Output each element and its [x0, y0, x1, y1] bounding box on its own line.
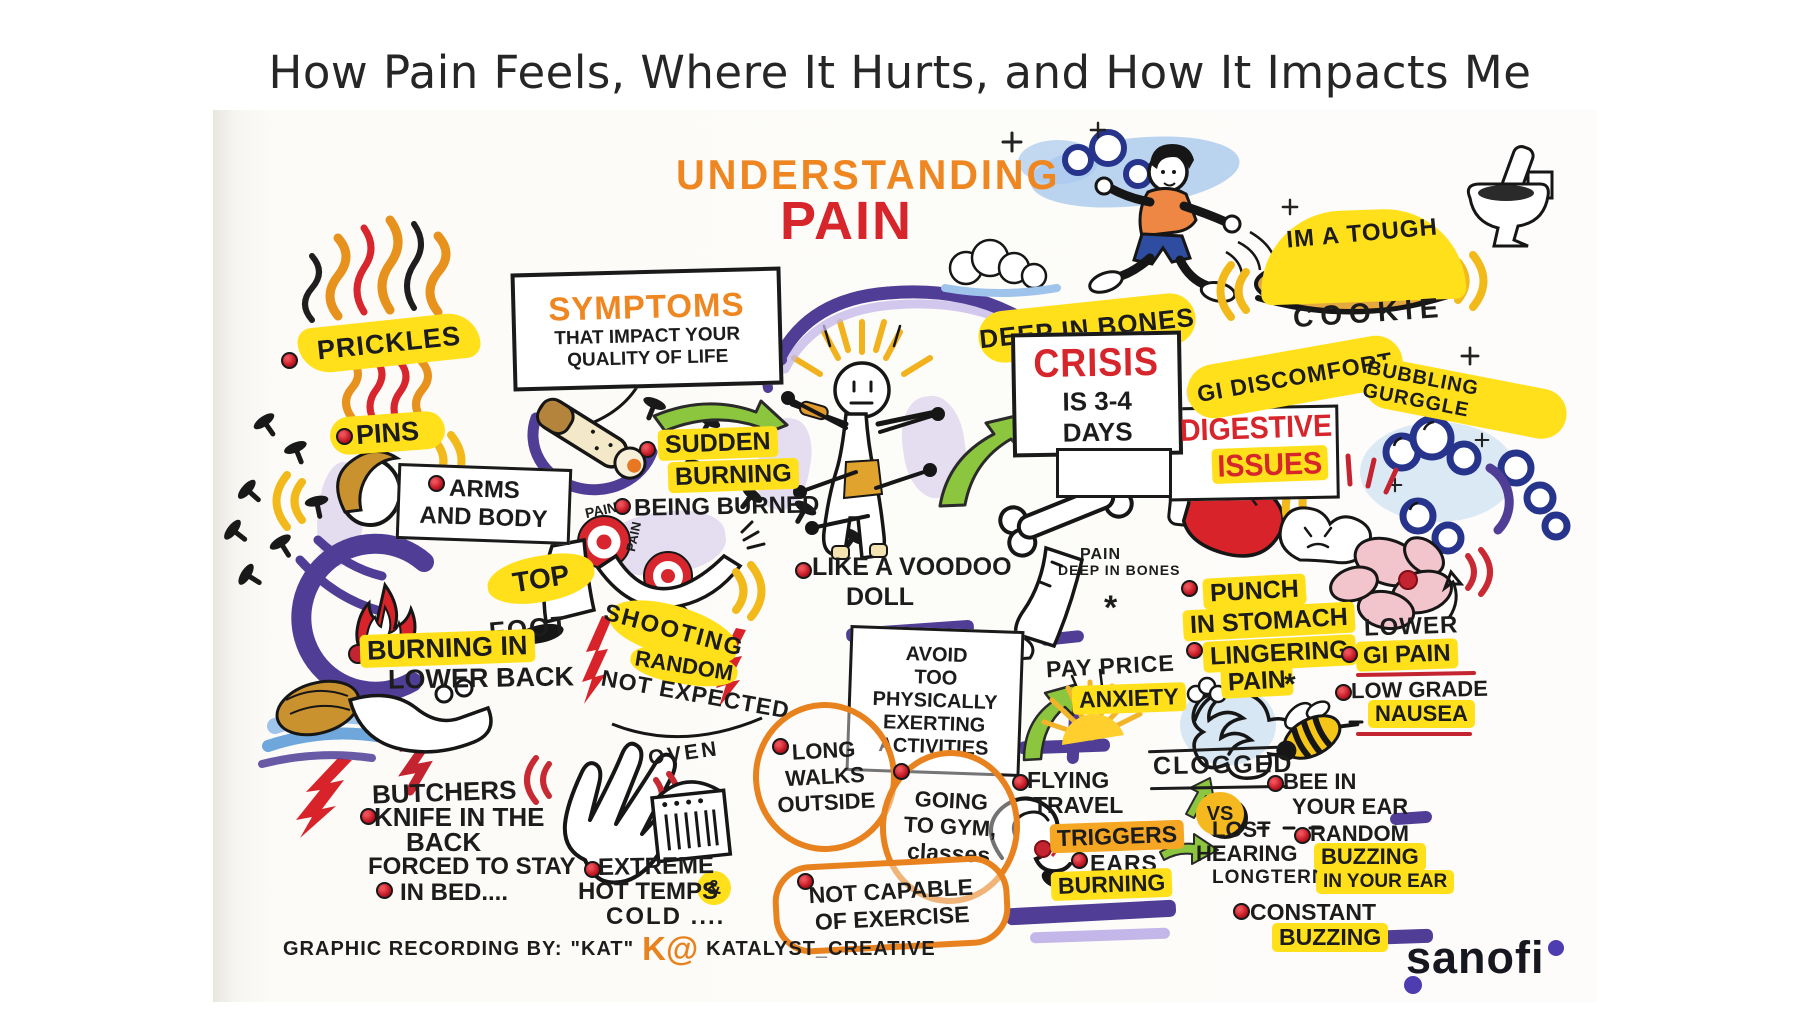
crisis-word: CRISIS [1033, 339, 1160, 386]
constant-buzzing-label: CONSTANT [1250, 899, 1377, 925]
avoid-line1: AVOID [905, 642, 968, 667]
bullet-dot [614, 498, 631, 515]
bullet-dot [376, 882, 393, 899]
bullet-dot [584, 861, 601, 878]
arms-body-box: ARMS AND BODY [395, 462, 573, 546]
burning-ears-label: BURNING [1050, 867, 1173, 902]
bee-in-ear-label2: YOUR EAR [1292, 794, 1409, 819]
lower-back-label: LOWER BACK [387, 661, 575, 695]
asterisk-mark2: * [1284, 668, 1296, 701]
cold-label: COLD .... [606, 903, 726, 930]
digestive-issues-heading: DIGESTIVE [1179, 407, 1333, 448]
crisis-sub2: DAYS [1062, 415, 1133, 448]
crisis-box-panel [1056, 448, 1172, 498]
bullet-dot [1181, 580, 1198, 597]
bullet-dot [281, 352, 298, 369]
bullet-dot [893, 763, 910, 780]
symptoms-heading: SYMPTOMS [547, 285, 745, 328]
flying-travel-label: FLYING [1027, 767, 1110, 793]
avoid-line2: TOO PHYSICALLY [872, 665, 998, 714]
voodoo-doll-label2: DOLL [846, 583, 915, 611]
arms-body-line1: ARMS [448, 474, 521, 505]
extreme-temps-label2: HOT TEMPS [578, 878, 719, 905]
sudden-burning-label2: BURNING [667, 457, 800, 494]
bullet-dot [1233, 903, 1250, 920]
credit-kat: "KAT" [570, 937, 635, 960]
burning-lower-back-label: BURNING IN [359, 628, 536, 669]
lower-gi-label: LOWER [1363, 611, 1459, 642]
lost-hearing-label3: LONGTERM [1212, 867, 1329, 888]
symptoms-box: SYMPTOMS THAT IMPACT YOUR QUALITY OF LIF… [510, 266, 784, 392]
bullet-dot [1071, 852, 1088, 869]
bullet-dot [772, 738, 789, 755]
punch-stomach-label: PUNCH [1202, 573, 1307, 610]
red-underline [1356, 732, 1472, 736]
random-buzzing-label3: IN YOUR EAR [1316, 870, 1455, 894]
katalyst-logo: K@ [642, 930, 699, 967]
credit-handle: KATALYST_CREATIVE [706, 937, 936, 960]
arms-body-line2: AND BODY [419, 501, 548, 534]
crisis-box: CRISIS IS 3-4 DAYS [1010, 330, 1184, 458]
bullet-dot [795, 562, 812, 579]
random-buzzing-label: RANDOM [1310, 821, 1409, 846]
digestive-issues-heading2: ISSUES [1211, 444, 1329, 484]
anxiety-label: ANXIETY [1071, 682, 1187, 715]
page-title: How Pain Feels, Where It Hurts, and How … [268, 46, 1532, 99]
bullet-dot [336, 428, 353, 445]
symptoms-sub2: QUALITY OF LIFE [566, 345, 729, 372]
forced-bed-label2: IN BED.... [400, 879, 509, 906]
being-burned-label: BEING BURNED [633, 491, 820, 522]
lost-hearing-label: LOST [1212, 817, 1271, 842]
bullet-dot [639, 441, 656, 458]
triggers-label: TRIGGERS [1049, 819, 1185, 854]
bullet-dot [1186, 642, 1203, 659]
bee-in-ear-label: BEE IN [1283, 769, 1357, 794]
butchers-knife-label3: BACK [406, 827, 482, 857]
bullet-dot [1294, 827, 1311, 844]
crisis-sub1: IS 3-4 [1062, 384, 1133, 417]
walks-line3: OUTSIDE [776, 787, 876, 818]
gym-line1: GOING [914, 785, 989, 815]
sanofi-logo: sanofi [1406, 932, 1545, 983]
lost-hearing-label2: HEARING [1196, 841, 1298, 866]
forced-bed-label: FORCED TO STAY [368, 853, 576, 880]
pain-heading: PAIN [780, 191, 914, 251]
butchers-knife-label2: KNIFE IN THE [374, 802, 545, 832]
random-buzzing-label2: BUZZING [1314, 843, 1426, 871]
bullet-dot [1267, 775, 1284, 792]
bullet-dot [797, 873, 814, 890]
bullet-dot [1335, 684, 1352, 701]
bullet-dot [1341, 646, 1358, 663]
understanding-heading: UNDERSTANDING [676, 151, 1061, 198]
sudden-burning-label: SUDDEN [657, 425, 779, 462]
bullet-dot [1012, 774, 1029, 791]
credit-text: GRAPHIC RECORDING BY: [283, 937, 563, 960]
nausea-label: NAUSEA [1368, 700, 1475, 728]
ampersand-badge: & [697, 871, 731, 905]
gi-pain-label: GI PAIN [1355, 638, 1459, 672]
pain-deep-label: PAIN [1080, 546, 1122, 563]
constant-buzzing-label2: BUZZING [1272, 923, 1389, 952]
asterisk-mark: * [1104, 589, 1118, 627]
bullet-dot [428, 475, 445, 492]
lingering-pain-label2: PAIN [1220, 664, 1294, 699]
voodoo-doll-label: LIKE A VOODOO [812, 553, 1012, 581]
credit-line: GRAPHIC RECORDING BY: "KAT" K@ KATALYST_… [283, 930, 936, 967]
pain-deep-label2: DEEP IN BONES [1058, 562, 1181, 578]
bullet-dot [360, 808, 377, 825]
flying-travel-label2: TRAVEL [1033, 792, 1124, 818]
walks-line1: LONG [791, 736, 857, 765]
